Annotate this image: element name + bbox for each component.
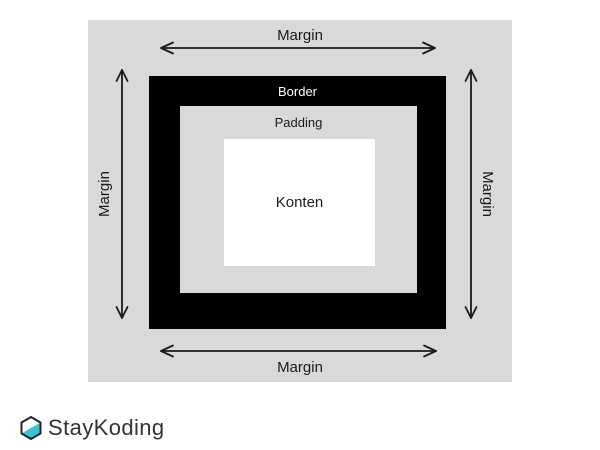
content-box: Konten	[224, 139, 375, 266]
margin-label-bottom: Margin	[277, 359, 323, 376]
margin-label-right: Margin	[479, 171, 496, 217]
content-label: Konten	[275, 193, 324, 211]
margin-label-top: Margin	[277, 27, 323, 44]
brand-name: StayKoding	[48, 415, 165, 440]
padding-label: Padding	[274, 115, 323, 130]
margin-label-left: Margin	[96, 171, 113, 217]
border-label: Border	[277, 84, 318, 99]
hexagon-icon	[20, 416, 42, 440]
